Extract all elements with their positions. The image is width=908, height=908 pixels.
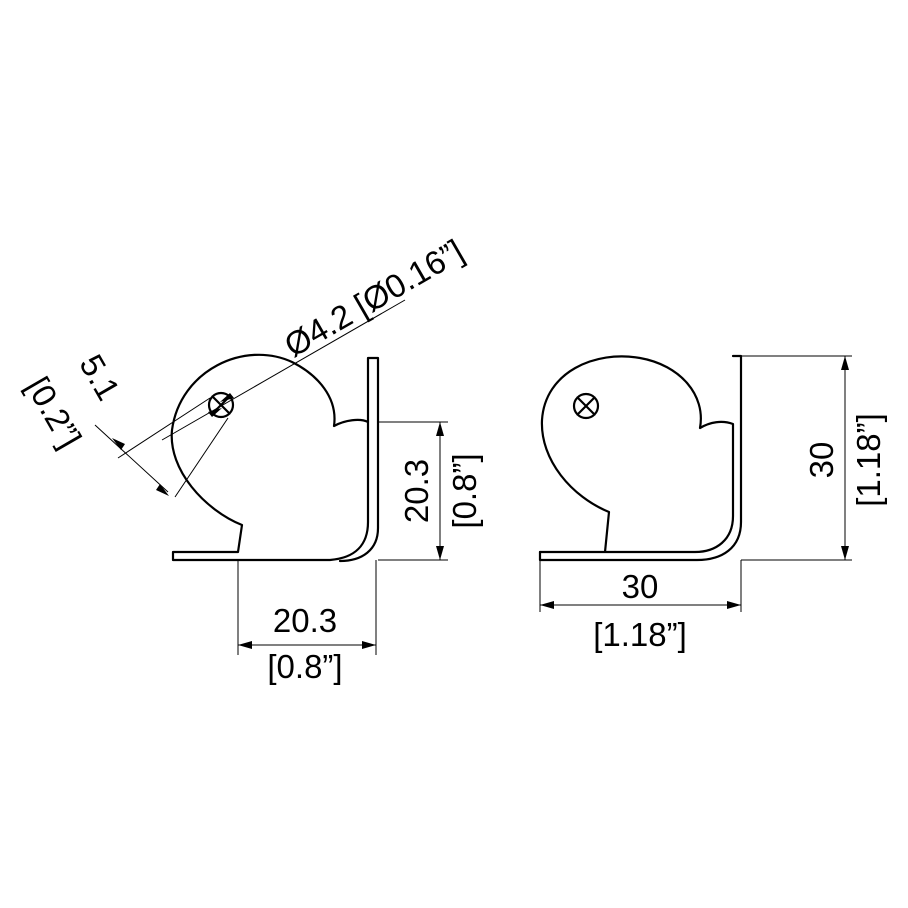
- hole-diameter-arrow: [220, 393, 234, 402]
- right-height-mm-label: 30: [803, 442, 840, 479]
- left-bracket-flange: [338, 356, 380, 563]
- right-width-inch-label: [1.18”]: [593, 616, 687, 653]
- left-bracket-outline: [170, 353, 370, 562]
- right-height-arrow: [841, 546, 849, 560]
- hole-diameter-arrow: [208, 408, 222, 417]
- right-bracket-flange: [538, 354, 743, 562]
- left-width-inch-label: [0.8”]: [267, 648, 342, 685]
- left-view: Ø4.2 [Ø0.16”] 5.1 [0.2”] 20.3 [0.8”] 20.…: [19, 232, 483, 685]
- right-view: 30 [1.18”] 30 [1.18”]: [538, 354, 887, 653]
- left-width-arrow: [238, 641, 252, 649]
- hole-diameter-leader: [161, 299, 406, 441]
- hole-cross-line: [576, 396, 596, 416]
- left-width-arrow: [362, 641, 376, 649]
- offset-extension-line: [174, 417, 229, 498]
- offset-arrow: [156, 484, 169, 496]
- hole-diameter-label: Ø4.2 [Ø0.16”]: [278, 232, 470, 364]
- right-bracket-outline: [538, 355, 735, 554]
- left-width-mm-label: 20.3: [273, 602, 337, 639]
- offset-arrow: [112, 438, 125, 450]
- left-height-inch-label: [0.8”]: [446, 453, 483, 528]
- offset-dimension-line: [94, 424, 169, 493]
- right-width-arrow: [727, 601, 741, 609]
- right-height-inch-label: [1.18”]: [850, 413, 887, 507]
- right-height-arrow: [841, 356, 849, 370]
- right-width-arrow: [540, 601, 554, 609]
- right-width-mm-label: 30: [622, 568, 659, 605]
- left-height-arrow: [436, 546, 444, 560]
- hole-offset-mm-label: 5.1: [72, 348, 127, 406]
- left-mounting-hole: [207, 391, 235, 419]
- left-height-arrow: [436, 422, 444, 436]
- hole-offset-inch-label: [0.2”]: [19, 370, 89, 454]
- right-mounting-hole: [572, 392, 600, 420]
- left-height-mm-label: 20.3: [398, 459, 435, 523]
- offset-extension-line: [117, 397, 211, 459]
